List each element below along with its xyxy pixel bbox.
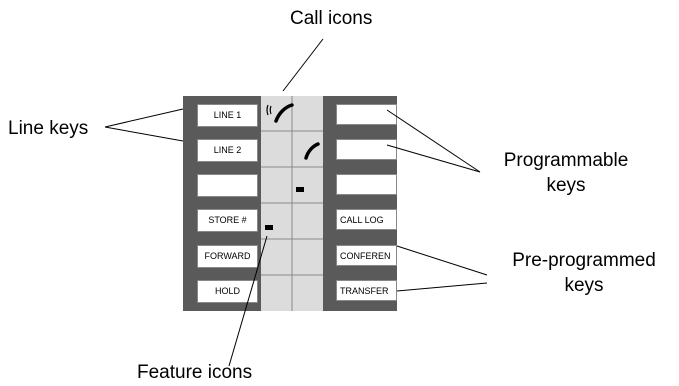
programmable-keys-label-line1: Programmable bbox=[503, 150, 629, 171]
programmable-key-2[interactable] bbox=[336, 139, 397, 160]
icon-grid-lines bbox=[261, 96, 323, 311]
blank-left-key[interactable] bbox=[197, 174, 258, 197]
preprogrammed-keys-label-line1: Pre-programmed bbox=[512, 250, 656, 271]
call-icons-label: Call icons bbox=[290, 8, 373, 29]
feature-indicator-icon bbox=[265, 225, 273, 230]
forward-key[interactable]: FORWARD bbox=[197, 245, 258, 268]
line-keys-label: Line keys bbox=[8, 118, 89, 139]
programmable-keys-label-line2: keys bbox=[546, 175, 586, 196]
feature-indicator-icon bbox=[296, 187, 304, 192]
line-2-key[interactable]: LINE 2 bbox=[197, 139, 258, 162]
programmable-key-1[interactable] bbox=[336, 104, 397, 125]
feature-icons-label: Feature icons bbox=[137, 362, 253, 383]
hold-key[interactable]: HOLD bbox=[197, 280, 258, 303]
ringing-handset-icon bbox=[266, 103, 294, 123]
leader-lines bbox=[104, 38, 488, 367]
store-key[interactable]: STORE # bbox=[197, 209, 258, 232]
handset-icon bbox=[304, 142, 320, 160]
preprogrammed-keys-label-line2: keys bbox=[564, 275, 604, 296]
transfer-key[interactable]: TRANSFER bbox=[336, 280, 397, 301]
line-1-key[interactable]: LINE 1 bbox=[197, 104, 258, 127]
call-log-key[interactable]: CALL LOG bbox=[336, 209, 397, 230]
programmable-key-3[interactable] bbox=[336, 174, 397, 195]
conference-key[interactable]: CONFEREN bbox=[336, 245, 397, 266]
